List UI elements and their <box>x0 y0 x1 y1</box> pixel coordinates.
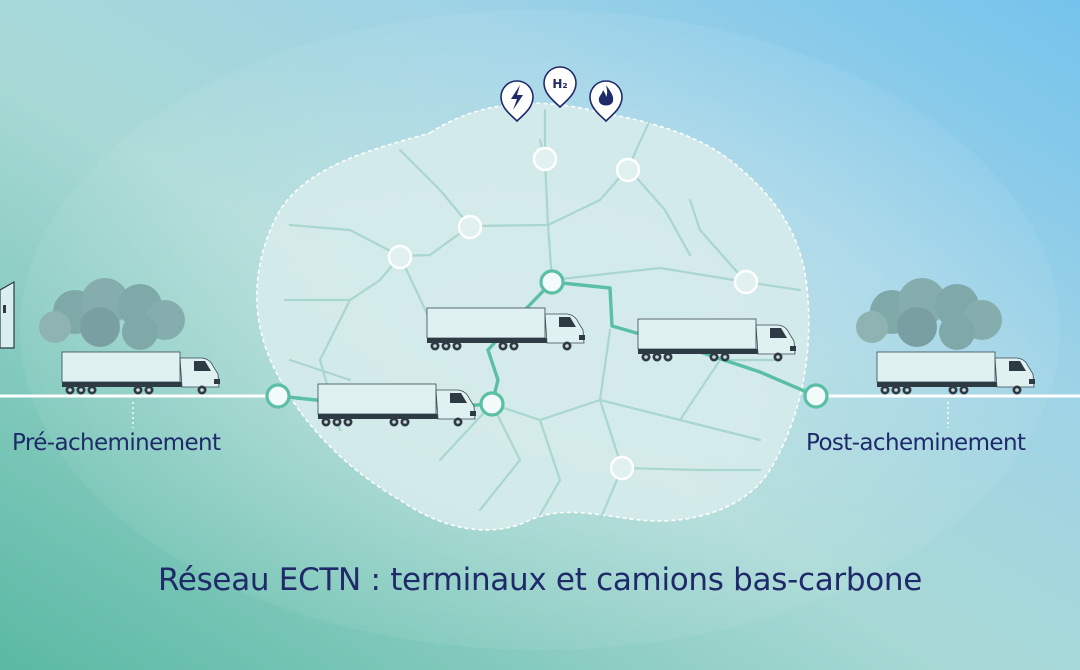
terminal-nodes-main <box>265 269 829 417</box>
pre-carriage-label: Pré-acheminement <box>12 430 221 456</box>
terminal-nodes-secondary <box>387 146 759 481</box>
warehouse-icon <box>0 280 15 349</box>
route-terminal-exit <box>803 383 829 409</box>
post-carriage-label: Post-acheminement <box>806 430 1026 456</box>
energy-pin-biogas <box>589 80 623 123</box>
terminal-node <box>457 214 483 240</box>
terminal-node <box>387 244 413 270</box>
route-terminal-entry <box>265 383 291 409</box>
lightning-icon <box>511 85 523 110</box>
terminal-node <box>615 157 641 183</box>
diagram-title: Réseau ECTN : terminaux et camions bas-c… <box>157 562 923 598</box>
terminal-node <box>733 269 759 295</box>
hydrogen-icon: H₂ <box>552 77 567 91</box>
flame-icon <box>598 85 614 106</box>
terminal-node <box>609 455 635 481</box>
route-terminal <box>539 269 565 295</box>
energy-pin-electric <box>500 80 534 123</box>
terminal-node <box>532 146 558 172</box>
energy-pin-hydrogen: H₂ <box>543 66 577 109</box>
route-terminal <box>479 391 505 417</box>
